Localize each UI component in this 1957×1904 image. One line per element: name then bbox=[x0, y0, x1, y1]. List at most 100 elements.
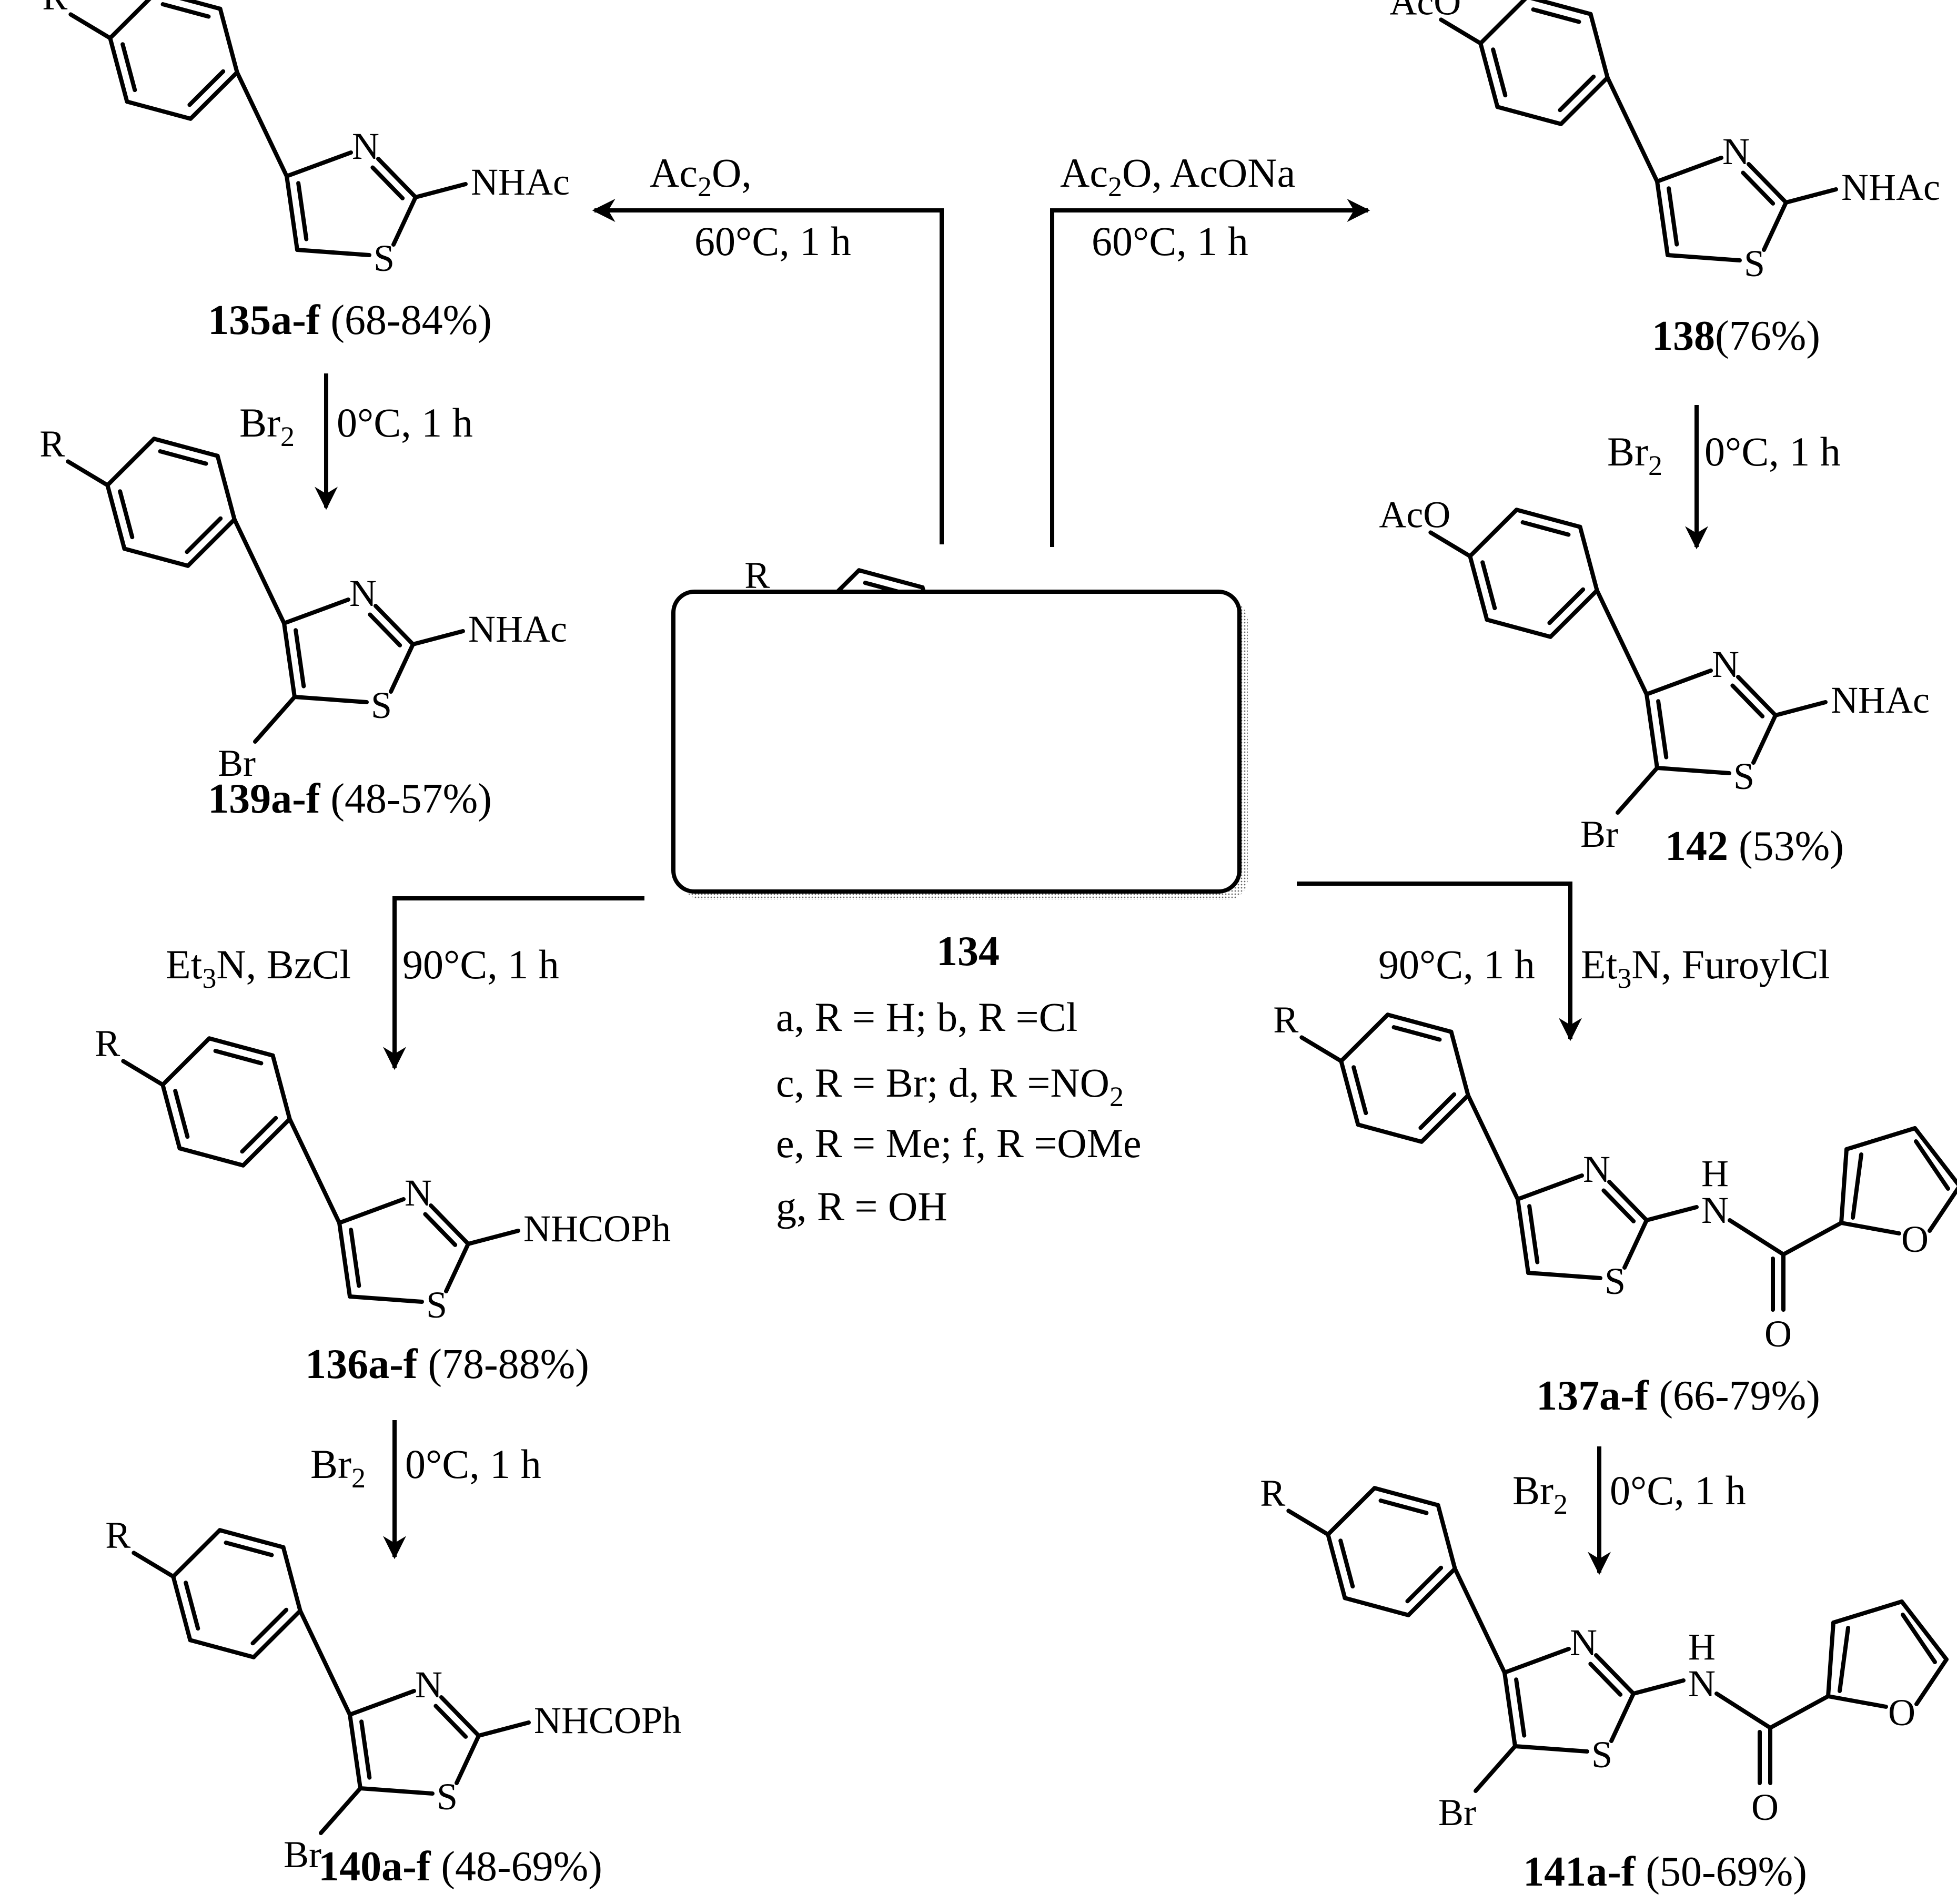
benzene-bond bbox=[1495, 105, 1563, 126]
n3-c2-bond bbox=[1736, 675, 1778, 717]
center-compound-134: 134 a, R = H; b, R =Cl c, R = Br; d, R =… bbox=[671, 590, 1248, 1229]
c2-n-bond bbox=[1784, 187, 1838, 205]
benzene-bond bbox=[1372, 1486, 1440, 1507]
c2-n-bond bbox=[413, 182, 468, 199]
benzene-bond bbox=[270, 1053, 292, 1121]
label-141: 141a-f (50-69%) bbox=[1523, 1849, 1807, 1895]
para-substituent: R bbox=[105, 1514, 130, 1556]
c4-n3-bond bbox=[1655, 156, 1723, 184]
benzene-bond bbox=[1578, 524, 1599, 593]
c2-s1-bond bbox=[389, 642, 415, 694]
acylamino-group: NHCOPh bbox=[534, 1699, 681, 1741]
c2-s1-bond bbox=[1762, 200, 1788, 252]
benzene-bond bbox=[251, 1608, 302, 1659]
furan-bond bbox=[1826, 1621, 1835, 1698]
arrow-to-138 bbox=[1050, 199, 1370, 547]
thiazole-nitrogen: N bbox=[1712, 643, 1739, 685]
c5-c4-bond bbox=[1516, 1197, 1530, 1275]
variant-line-2: c, R = Br; d, R =NO2 bbox=[776, 1060, 1124, 1112]
c4-n3-bond bbox=[1516, 1173, 1584, 1201]
carbonyl-oxygen: O bbox=[1751, 1786, 1779, 1828]
benzene-bond bbox=[1419, 1093, 1470, 1144]
c2-s1-bond bbox=[391, 195, 418, 247]
cond-141-temp: 0°C, 1 h bbox=[1610, 1467, 1746, 1513]
c2-s1-bond bbox=[1622, 1218, 1649, 1270]
benzene-bond bbox=[188, 1638, 256, 1659]
s1-c5-bond bbox=[1526, 1271, 1602, 1280]
c2-n-bond bbox=[1631, 1678, 1686, 1696]
thiazole-nitrogen: N bbox=[1583, 1148, 1610, 1190]
benzene-double-bond bbox=[1418, 1092, 1457, 1130]
para-substituent: R bbox=[1260, 1472, 1285, 1514]
c4-c5-double-bond bbox=[1514, 1677, 1527, 1738]
cond-135-reagent: Ac2O, bbox=[650, 150, 752, 202]
benzene-bond bbox=[1588, 12, 1610, 80]
thiazole-nitrogen: N bbox=[415, 1664, 442, 1706]
furan-bond bbox=[1928, 1186, 1957, 1233]
s1-c5-bond bbox=[1655, 766, 1731, 775]
c2-s1-bond bbox=[455, 1734, 481, 1785]
cond-142-reagent: Br2 bbox=[1607, 429, 1662, 481]
benzene-bond bbox=[105, 483, 127, 551]
n3-c2-double-bond bbox=[1588, 1662, 1623, 1697]
benzene-bond bbox=[186, 517, 237, 568]
benzene-double-bond bbox=[1520, 520, 1571, 537]
conditions: Ac2O, 60°C, 1 h Ac2O, AcONa 60°C, 1 h Br… bbox=[166, 150, 1841, 1520]
benzene-bond bbox=[171, 1528, 222, 1579]
s1-c5-bond bbox=[1513, 1744, 1589, 1754]
benzene-bond bbox=[1514, 508, 1582, 529]
benzene-bond bbox=[179, 0, 223, 11]
thiazole-nitrogen: N bbox=[352, 125, 379, 167]
arrow-to-135 bbox=[592, 199, 944, 544]
para-substituent: R bbox=[42, 0, 67, 17]
para-substituent: AcO bbox=[1379, 493, 1450, 535]
s1-c5-bond bbox=[358, 1786, 435, 1796]
para-bond bbox=[132, 1551, 176, 1579]
carbonyl-furan-bond bbox=[1781, 1221, 1843, 1257]
s1-c5-bond bbox=[348, 1294, 424, 1304]
bromine: Br bbox=[1438, 1791, 1476, 1834]
bromine: Br bbox=[1580, 813, 1618, 855]
benzene-bond bbox=[1326, 1486, 1377, 1537]
thiazole-nitrogen: N bbox=[349, 572, 377, 614]
cond-136-reagent: Et3N, BzCl bbox=[166, 941, 351, 994]
benzene-bond bbox=[1343, 1596, 1411, 1617]
thiazole-sulfur: S bbox=[374, 237, 395, 279]
aryl-thiazole-bond bbox=[1452, 1566, 1507, 1675]
benzene-bond bbox=[218, 6, 239, 75]
benzene-bond bbox=[1356, 1122, 1424, 1144]
acylamino-group: NHAc bbox=[471, 161, 570, 203]
amide-hydrogen: H bbox=[1688, 1626, 1716, 1668]
aryl-thiazole-bond bbox=[1595, 588, 1649, 696]
para-bond bbox=[121, 1059, 165, 1087]
thiazole-sulfur: S bbox=[1591, 1734, 1612, 1776]
bromine: Br bbox=[284, 1834, 321, 1876]
n3-c2-double-bond bbox=[1741, 170, 1776, 206]
thiazole-sulfur: S bbox=[371, 684, 392, 726]
benzene-double-bond bbox=[1531, 7, 1581, 24]
benzene-double-bond bbox=[1558, 74, 1596, 113]
variant-line-3: e, R = Me; f, R =OMe bbox=[776, 1120, 1142, 1166]
benzene-bond bbox=[1559, 75, 1610, 126]
acylamino-group: NHAc bbox=[1841, 166, 1940, 208]
variant-line-1: a, R = H; b, R =Cl bbox=[776, 994, 1077, 1040]
n3-c2-bond bbox=[429, 1203, 470, 1246]
cond-138-reagent: Ac2O, AcONa bbox=[1060, 150, 1295, 202]
benzene-bond bbox=[1468, 508, 1519, 559]
benzene-bond bbox=[122, 546, 190, 568]
c5-c4-bond bbox=[1645, 692, 1659, 770]
thiazole-sulfur: S bbox=[437, 1776, 458, 1818]
acylamino-group: NHAc bbox=[468, 608, 567, 650]
benzene-bond bbox=[108, 36, 129, 104]
benzene-double-bond bbox=[158, 449, 208, 466]
benzene-bond bbox=[1478, 0, 1527, 46]
s1-c5-bond bbox=[1666, 253, 1742, 262]
n3-c2-double-bond bbox=[423, 1212, 458, 1247]
s1-c5-bond bbox=[292, 695, 369, 704]
c5-c4-bond bbox=[337, 1221, 352, 1299]
para-bond bbox=[66, 459, 110, 488]
c2-s1-bond bbox=[1751, 713, 1778, 765]
benzene-bond bbox=[217, 1528, 286, 1549]
arrow-to-136 bbox=[383, 896, 644, 1070]
